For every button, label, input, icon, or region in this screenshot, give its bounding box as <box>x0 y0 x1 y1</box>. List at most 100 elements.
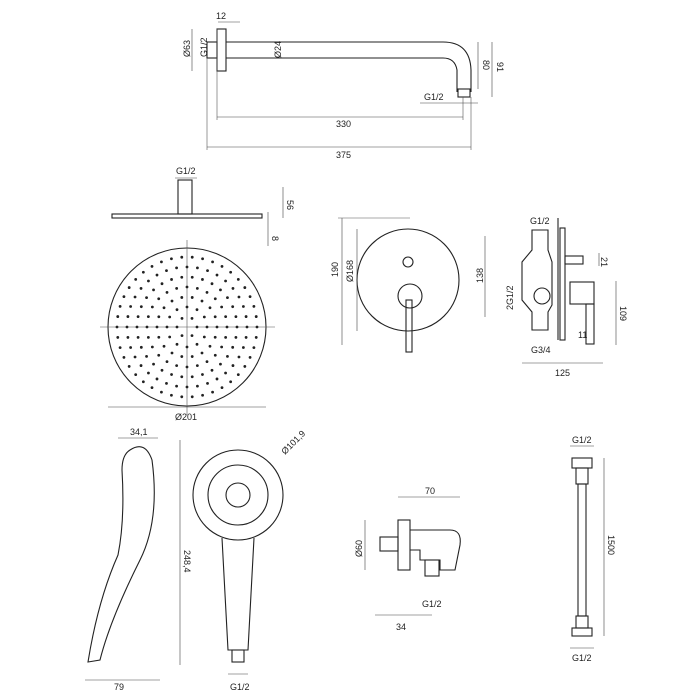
nozzle-dot <box>255 325 259 329</box>
nozzle-dot <box>211 260 214 264</box>
nozzle-dot <box>175 286 179 290</box>
nozzle-dot <box>220 345 224 349</box>
nozzle-dot <box>225 325 229 329</box>
nozzle-dot <box>196 266 199 270</box>
dim-375: 375 <box>336 150 351 160</box>
nozzle-dot <box>145 354 148 358</box>
dim-79: 79 <box>114 682 124 692</box>
nozzle-dot <box>180 355 184 358</box>
nozzle-dot <box>162 344 166 348</box>
nozzle-dot <box>241 346 245 349</box>
mixer-thread-bottom: G3/4 <box>531 345 551 355</box>
nozzle-dot <box>202 315 206 319</box>
dim-21: 21 <box>599 257 609 267</box>
nozzle-dot <box>224 315 228 319</box>
nozzle-dot <box>235 325 239 329</box>
overhead-shower-drawing: G1/2 56 8 Ø201 <box>100 166 295 422</box>
nozzle-dot <box>141 270 145 274</box>
nozzle-dot <box>134 373 138 377</box>
mixer-thread-top: G1/2 <box>530 216 550 226</box>
hose-length: 1500 <box>606 535 616 555</box>
nozzle-dot <box>125 325 129 329</box>
nozzle-dot <box>195 308 199 312</box>
nozzle-dot <box>231 364 235 367</box>
nozzle-dot <box>170 257 173 261</box>
nozzle-dot <box>170 278 173 281</box>
nozzle-dot <box>175 364 179 368</box>
nozzle-dot <box>195 342 199 346</box>
nozzle-dot <box>208 344 212 348</box>
nozzle-dot <box>244 336 248 339</box>
nozzle-dot <box>190 355 194 358</box>
nozzle-dot <box>237 355 241 359</box>
nozzle-dot <box>150 345 154 349</box>
nozzle-dot <box>170 351 174 355</box>
dim-34-1: 34,1 <box>130 427 148 437</box>
nozzle-dot <box>145 325 149 329</box>
nozzle-dot <box>155 377 159 381</box>
nozzle-dot <box>155 325 159 329</box>
nozzle-dot <box>208 306 212 310</box>
nozzle-dot <box>244 315 248 318</box>
dim-138: 138 <box>475 268 485 283</box>
nozzle-dot <box>213 353 217 357</box>
nozzle-dot <box>135 325 139 329</box>
dim-109: 109 <box>618 306 628 321</box>
overhead-diameter: Ø201 <box>175 412 197 422</box>
outlet-thread: G1/2 <box>422 599 442 609</box>
nozzle-dot <box>165 381 168 385</box>
dim-80: 80 <box>481 60 491 70</box>
nozzle-dot <box>136 315 140 319</box>
dim-24: Ø24 <box>273 41 283 58</box>
nozzle-dot <box>190 375 194 379</box>
thread-in: G1/2 <box>199 37 209 57</box>
outlet-diameter: Ø60 <box>354 540 364 557</box>
nozzle-dot <box>175 308 179 312</box>
hose-drawing: G1/2 1500 G1/2 <box>570 435 616 663</box>
nozzle-dot <box>206 269 209 273</box>
nozzle-dot <box>133 295 137 299</box>
nozzle-dot <box>168 335 172 339</box>
nozzle-dot <box>210 282 214 286</box>
nozzle-dot <box>206 381 209 385</box>
nozzle-dot <box>213 315 217 319</box>
hand-shower-drawing: 34,1 248,4 79 Ø101,9 G1/2 <box>85 427 307 692</box>
dim-190: 190 <box>330 262 340 277</box>
nozzle-dot <box>180 316 184 320</box>
dim-12: 12 <box>216 11 226 21</box>
nozzle-dot <box>229 380 233 384</box>
mixer-thread-mid: 2G1/2 <box>505 285 515 310</box>
nozzle-dot <box>229 270 233 274</box>
nozzle-dot <box>231 287 235 290</box>
nozzle-dot <box>150 386 154 390</box>
nozzle-dot <box>215 273 219 277</box>
nozzle-dot <box>155 273 159 277</box>
nozzle-dot <box>245 325 249 329</box>
dim-91: 91 <box>495 62 505 72</box>
dim-56: 56 <box>285 200 295 210</box>
nozzle-dot <box>116 336 120 339</box>
nozzle-dot <box>201 257 204 261</box>
nozzle-dot <box>160 390 163 394</box>
nozzle-dot <box>147 279 150 283</box>
nozzle-dot <box>129 346 133 349</box>
nozzle-dot <box>190 275 194 279</box>
mixer-front-drawing: 190 Ø168 <box>330 217 460 353</box>
nozzle-dot <box>180 255 184 259</box>
nozzle-dot <box>139 287 143 290</box>
nozzle-dot <box>190 334 194 338</box>
nozzle-dot <box>175 384 178 388</box>
nozzle-dot <box>126 315 130 318</box>
nozzle-dot <box>180 375 184 379</box>
nozzle-dot <box>160 282 164 286</box>
nozzle-dot <box>175 342 179 346</box>
nozzle-dot <box>157 353 161 357</box>
nozzle-dot <box>224 279 227 283</box>
nozzle-dot <box>196 384 199 388</box>
nozzle-dot <box>139 305 143 309</box>
nozzle-dot <box>118 346 122 350</box>
dim-330: 330 <box>336 119 351 129</box>
nozzle-dot <box>185 285 189 289</box>
nozzle-dot <box>202 335 206 339</box>
dim-34: 34 <box>396 622 406 632</box>
